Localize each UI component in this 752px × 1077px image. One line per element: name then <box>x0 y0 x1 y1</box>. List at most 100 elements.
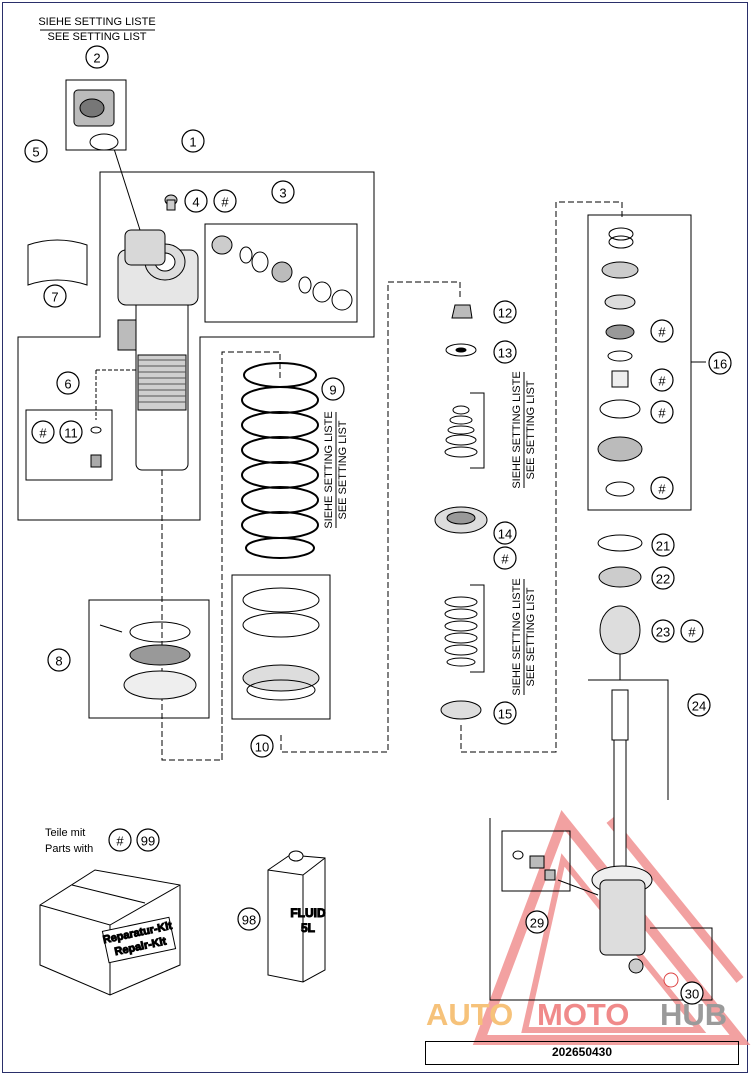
svg-text:SEE SETTING LIST: SEE SETTING LIST <box>525 587 537 686</box>
header-setting-en: SEE SETTING LIST <box>47 31 146 43</box>
document-number: 202650430 <box>425 1041 739 1065</box>
watermark-hub: HUB <box>660 997 727 1032</box>
hash-marker-8-label: # <box>688 625 696 640</box>
callout-9: 9 <box>321 377 345 401</box>
callout-22-label: 22 <box>656 572 670 587</box>
callout-99: 99 <box>136 828 160 852</box>
svg-text:SIEHE SETTING LISTE: SIEHE SETTING LISTE <box>511 578 523 695</box>
callout-6-label: 6 <box>64 377 71 392</box>
callout-23-label: 23 <box>656 625 670 640</box>
callout-13: 13 <box>493 340 517 364</box>
callout-2: 2 <box>85 45 109 69</box>
callout-11: 11 <box>59 420 83 444</box>
setting-label-lower-stack: SIEHE SETTING LISTE SEE SETTING LIST <box>511 578 537 695</box>
valve-components <box>587 214 706 511</box>
callout-10-label: 10 <box>255 740 269 755</box>
callout-98: 98 <box>237 907 261 931</box>
svg-text:SEE SETTING LIST: SEE SETTING LIST <box>337 420 349 519</box>
hash-marker-4-label: # <box>658 325 666 340</box>
adjuster-part <box>65 79 127 151</box>
callout-15-label: 15 <box>498 707 512 722</box>
callout-98-label: 98 <box>242 913 256 928</box>
callout-12-label: 12 <box>498 306 512 321</box>
callout-14-label: 14 <box>498 527 512 542</box>
callout-30: 30 <box>680 981 704 1005</box>
callout-6: 6 <box>56 371 80 395</box>
hash-marker-2-label: # <box>39 426 47 441</box>
watermark-auto: AUTO <box>426 997 513 1032</box>
spring <box>221 351 319 760</box>
callout-22: 22 <box>651 566 675 590</box>
fluid-label: FLUID <box>290 906 326 920</box>
piston-rod <box>489 679 713 1001</box>
callout-4-label: 4 <box>192 195 199 210</box>
callout-2-label: 2 <box>93 51 100 66</box>
hash-marker-3: # <box>493 546 517 570</box>
bearing-set <box>204 223 358 323</box>
cover-sheet <box>27 239 88 286</box>
svg-text:SEE SETTING LIST: SEE SETTING LIST <box>525 380 537 479</box>
hash-marker-6: # <box>650 400 674 424</box>
callout-13-label: 13 <box>498 346 512 361</box>
callout-7-label: 7 <box>51 290 58 305</box>
callout-layer: 251437611891012131415162122232429309899#… <box>24 45 732 1005</box>
callout-30-label: 30 <box>685 987 699 1002</box>
hash-marker-7-label: # <box>658 482 666 497</box>
callout-21: 21 <box>651 533 675 557</box>
callout-3-label: 3 <box>279 186 286 201</box>
watermark-moto: MOTO <box>537 997 629 1032</box>
callout-5-label: 5 <box>32 145 39 160</box>
callout-21-label: 21 <box>656 539 670 554</box>
callout-24-label: 24 <box>692 699 706 714</box>
hash-marker-6-label: # <box>658 406 666 421</box>
callout-24: 24 <box>687 693 711 717</box>
callout-1-label: 1 <box>189 135 196 150</box>
hash-marker-9-label: # <box>116 834 124 849</box>
callout-3: 3 <box>271 180 295 204</box>
hash-marker-7: # <box>650 476 674 500</box>
callout-7: 7 <box>43 284 67 308</box>
piston-stack <box>434 201 623 753</box>
header-setting-de: SIEHE SETTING LISTE <box>38 16 155 28</box>
legend-line2: Parts with <box>45 843 93 855</box>
callout-15: 15 <box>493 701 517 725</box>
callout-8: 8 <box>47 648 71 672</box>
hash-marker-5: # <box>650 368 674 392</box>
callout-4: 4 <box>184 189 208 213</box>
watermark-text: AUTO MOTO HUB <box>426 997 727 1032</box>
callout-11-label: 11 <box>64 426 78 441</box>
seal-head <box>597 534 643 680</box>
callout-1: 1 <box>181 129 205 153</box>
callout-14: 14 <box>493 521 517 545</box>
hash-marker-3-label: # <box>501 552 509 567</box>
hash-marker-8: # <box>680 619 704 643</box>
callout-29-label: 29 <box>530 916 544 931</box>
preload-adjuster <box>88 599 210 719</box>
callout-29: 29 <box>525 910 549 934</box>
setting-label-upper-stack: SIEHE SETTING LISTE SEE SETTING LIST <box>511 371 537 488</box>
callout-9-label: 9 <box>329 383 336 398</box>
hash-marker-5-label: # <box>658 374 666 389</box>
setting-label-spring: SIEHE SETTING LISTE SEE SETTING LIST <box>323 411 349 528</box>
small-nut <box>164 194 178 211</box>
legend-line1: Teile mit <box>45 827 85 839</box>
callout-99-label: 99 <box>141 834 155 849</box>
hash-marker-1: # <box>213 189 237 213</box>
svg-text:SIEHE SETTING LISTE: SIEHE SETTING LISTE <box>323 411 335 528</box>
spring-seats <box>231 281 461 753</box>
svg-text:SIEHE SETTING LISTE: SIEHE SETTING LISTE <box>511 371 523 488</box>
valve-box <box>25 369 137 481</box>
callout-16-label: 16 <box>713 357 727 372</box>
callout-10: 10 <box>250 734 274 758</box>
callout-8-label: 8 <box>55 654 62 669</box>
fluid-volume: 5L <box>301 921 315 935</box>
callout-5: 5 <box>24 139 48 163</box>
repair-kit-box: Reparatur-Kit Repair-Kit <box>39 869 181 996</box>
hash-marker-1-label: # <box>221 195 229 210</box>
hash-marker-4: # <box>650 319 674 343</box>
callout-16: 16 <box>708 351 732 375</box>
callout-23: 23 <box>651 619 675 643</box>
